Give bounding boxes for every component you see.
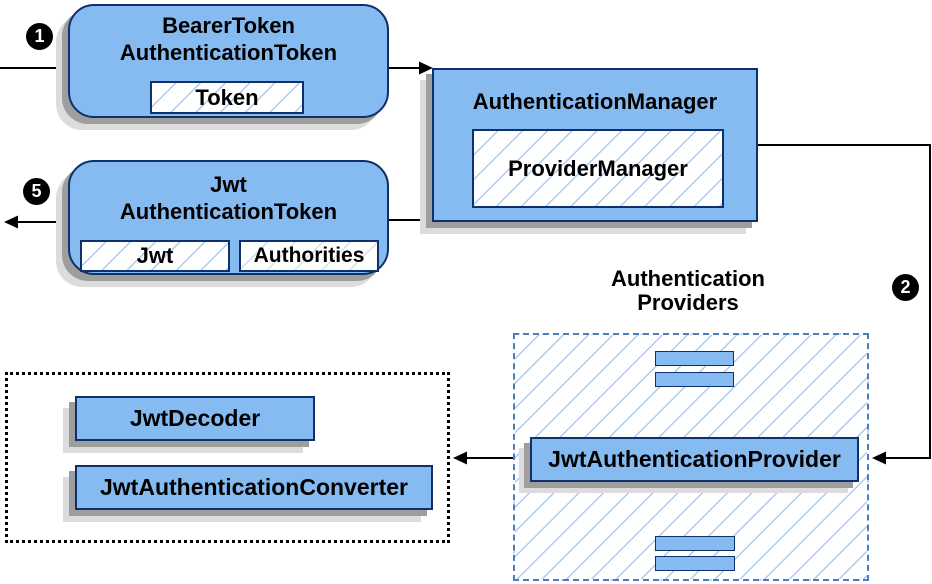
jwt-field-label: Jwt bbox=[136, 243, 174, 268]
provider-placeholder-rect-3 bbox=[655, 536, 735, 551]
outgoing-result-head bbox=[4, 215, 18, 229]
jwt-authentication-token-node: Jwt AuthenticationToken Jwt Authorities bbox=[68, 160, 389, 275]
provider-to-decoder-head bbox=[453, 451, 467, 465]
provider-manager-label: ProviderManager bbox=[508, 155, 688, 181]
providers-heading-line2: Providers bbox=[637, 290, 739, 315]
step-1-badge: 1 bbox=[26, 23, 53, 50]
arrow-bearer-to-manager-head bbox=[419, 61, 433, 75]
bearer-token-authentication-token-node: BearerToken AuthenticationToken Token bbox=[68, 4, 389, 118]
provider-manager-field: ProviderManager bbox=[472, 129, 724, 208]
provider-placeholder-rect-1 bbox=[655, 351, 734, 366]
jwt-token-title-line2: AuthenticationToken bbox=[119, 199, 338, 224]
provider-placeholder-rect-4 bbox=[655, 556, 735, 571]
bearer-token-node-title: BearerToken AuthenticationToken bbox=[70, 12, 387, 66]
token-field-label: Token bbox=[195, 84, 259, 110]
authorities-field-label: Authorities bbox=[253, 244, 365, 267]
jwt-field: Jwt bbox=[80, 240, 230, 272]
step-5-number: 5 bbox=[31, 181, 42, 201]
jwt-authentication-converter-label: JwtAuthenticationConverter bbox=[100, 474, 408, 500]
jwt-token-node-title: Jwt AuthenticationToken bbox=[70, 171, 387, 225]
providers-heading-line1: Authentication bbox=[611, 266, 765, 291]
bearer-token-title-line1: BearerToken bbox=[162, 13, 295, 38]
jwt-authentication-converter-node: JwtAuthenticationConverter bbox=[75, 465, 433, 510]
bearer-token-title-line2: AuthenticationToken bbox=[119, 40, 338, 65]
jwt-decoder-node: JwtDecoder bbox=[75, 396, 315, 441]
jwt-decoder-converter-group: JwtDecoder JwtAuthenticationConverter bbox=[5, 372, 450, 543]
jwt-authentication-provider-label: JwtAuthenticationProvider bbox=[548, 446, 841, 472]
step-2-number: 2 bbox=[900, 277, 911, 297]
manager-to-provider-line bbox=[758, 144, 931, 459]
jwt-token-title-line1: Jwt bbox=[210, 172, 247, 197]
authentication-manager-node: AuthenticationManager ProviderManager bbox=[432, 68, 758, 222]
authorities-field: Authorities bbox=[239, 240, 379, 272]
step-1-number: 1 bbox=[34, 26, 45, 46]
step-5-badge: 5 bbox=[23, 178, 50, 205]
authentication-providers-heading: Authentication Providers bbox=[588, 267, 788, 315]
jwt-authentication-provider-node: JwtAuthenticationProvider bbox=[530, 437, 859, 482]
jwt-decoder-label: JwtDecoder bbox=[129, 405, 261, 431]
token-field: Token bbox=[150, 81, 304, 114]
authentication-providers-group: JwtAuthenticationProvider bbox=[513, 333, 869, 581]
manager-to-provider-head bbox=[872, 451, 886, 465]
step-2-badge: 2 bbox=[892, 274, 919, 301]
provider-placeholder-rect-2 bbox=[655, 372, 734, 387]
authentication-manager-title: AuthenticationManager bbox=[472, 89, 718, 114]
